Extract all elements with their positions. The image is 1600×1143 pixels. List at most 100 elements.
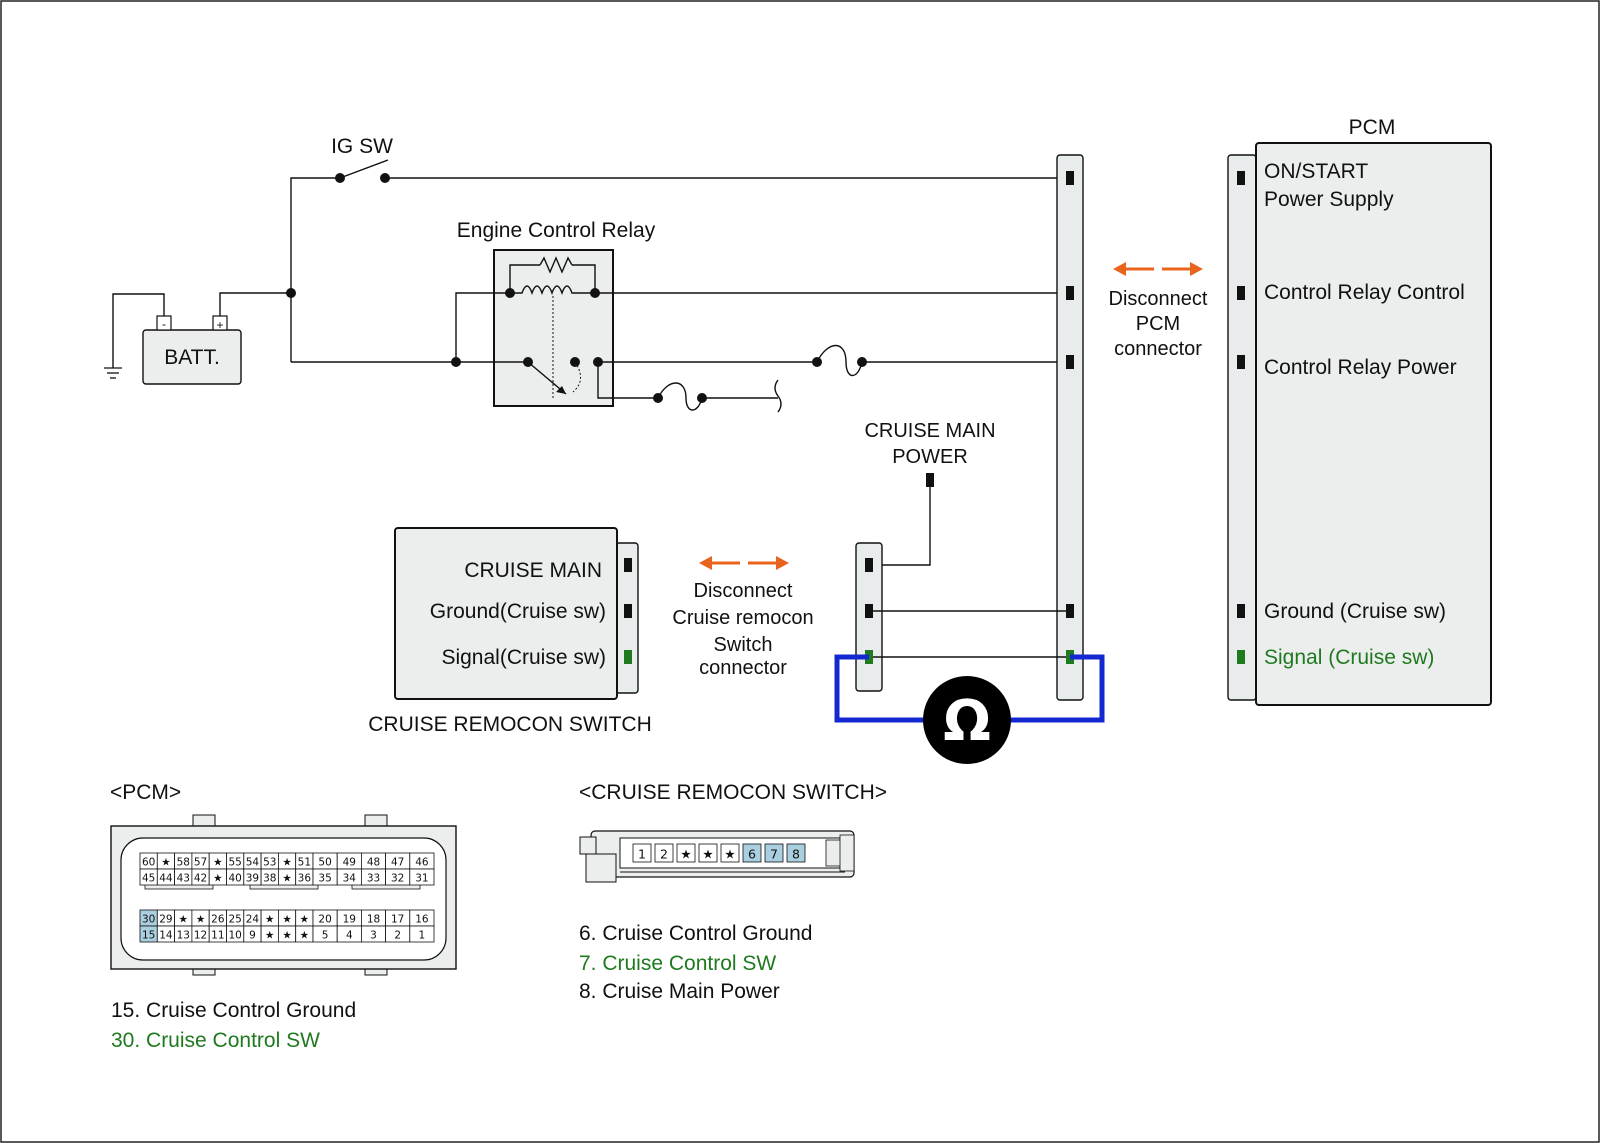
relay-linkage: [572, 361, 581, 393]
pcm-pin-label-signal: Signal (Cruise sw): [1264, 646, 1434, 669]
connector-pin-cell: 54: [243, 852, 262, 870]
fuse-terminal: [653, 393, 663, 403]
switch-legend-ground: 6. Cruise Control Ground: [579, 922, 812, 945]
connector-pin-cell: 36: [295, 868, 314, 886]
disconnect-pcm-text: PCM: [1136, 313, 1180, 335]
svg-text:9: 9: [249, 930, 256, 942]
pcm-pin: [1237, 286, 1245, 300]
connector-pin-cell: 11: [208, 925, 227, 943]
connector-pin-cell: 7: [764, 843, 784, 863]
connector-pin-cell: 26: [208, 909, 227, 927]
connector-pin-cell: ★: [191, 909, 210, 927]
pcm-pin: [1237, 171, 1245, 185]
disconnect-pcm-arrows: [1113, 262, 1203, 276]
svg-text:20: 20: [318, 914, 331, 926]
engine-relay-label: Engine Control Relay: [457, 219, 656, 242]
pcm-pin-label: Control Relay Power: [1264, 356, 1457, 379]
connector-pin-cell: 42: [191, 868, 210, 886]
connector-pin-cell: 12: [191, 925, 210, 943]
ig-switch-blade: [339, 159, 389, 179]
connector-pin-cell: ★: [208, 868, 227, 886]
relay-wire: [572, 264, 596, 293]
connector-pin-cell: 51: [295, 852, 314, 870]
disconnect-pcm-text: connector: [1114, 338, 1202, 360]
connector-pin-cell: 6: [742, 843, 762, 863]
connector-pin: [865, 604, 873, 618]
switch-pin-label: CRUISE MAIN: [464, 559, 602, 582]
svg-text:58: 58: [177, 857, 190, 869]
svg-text:26: 26: [211, 914, 225, 926]
pcm-title: PCM: [1349, 116, 1396, 139]
fuse-icon: [657, 382, 703, 411]
connector-pin-cell: 46: [409, 852, 435, 870]
ig-switch-label: IG SW: [331, 135, 393, 158]
connector-pin-cell: 45: [139, 868, 158, 886]
svg-text:43: 43: [177, 873, 190, 885]
svg-text:39: 39: [246, 873, 259, 885]
connector-pin-cell: 14: [156, 925, 176, 943]
connector-pin-cell: 30: [139, 909, 158, 927]
cruise-main-power-wire: [869, 487, 931, 566]
svg-text:32: 32: [391, 873, 404, 885]
svg-text:31: 31: [415, 873, 428, 885]
connector-pin-cell: 19: [336, 909, 362, 927]
svg-text:1: 1: [638, 847, 646, 862]
wire-break-icon: [774, 379, 782, 413]
pcm-pin-label: Ground (Cruise sw): [1264, 600, 1446, 623]
svg-text:★: ★: [300, 914, 309, 926]
svg-text:8: 8: [792, 847, 800, 862]
connector-pin-cell: ★: [295, 909, 314, 927]
connector-pin: [865, 558, 873, 572]
connector-pin-cell: ★: [698, 843, 718, 863]
connector-pin-cell: 39: [243, 868, 262, 886]
connector-pin-cell: 44: [156, 868, 176, 886]
svg-text:★: ★: [213, 857, 222, 869]
pcm-legend-ground: 15. Cruise Control Ground: [111, 999, 356, 1022]
switch-legend-power: 8. Cruise Main Power: [579, 980, 780, 1003]
svg-text:★: ★: [724, 847, 735, 862]
svg-text:30: 30: [142, 914, 155, 926]
connector-pin-cell: ★: [174, 909, 193, 927]
svg-text:60: 60: [142, 857, 155, 869]
svg-text:★: ★: [179, 914, 188, 926]
relay-coil-feed-wire: [455, 292, 510, 362]
battery-plus-wire: [219, 292, 291, 316]
svg-text:40: 40: [228, 873, 241, 885]
connector-pin: [1066, 604, 1074, 618]
connector-pin-cell: 1: [409, 925, 435, 943]
connector-pin-cell: ★: [277, 852, 297, 870]
cruise-main-power-label: POWER: [892, 446, 968, 468]
relay-coil: [510, 285, 595, 296]
switch-pin: [624, 604, 632, 618]
svg-text:33: 33: [367, 873, 380, 885]
relay-output-wire: [597, 362, 658, 399]
pcm-pin-label: Control Relay Control: [1264, 281, 1465, 304]
svg-text:54: 54: [246, 857, 260, 869]
svg-text:49: 49: [343, 857, 356, 869]
connector-pin: [1066, 286, 1074, 300]
pcm-harness-connector: [1056, 154, 1084, 701]
svg-text:16: 16: [415, 914, 429, 926]
battery-minus: -: [162, 317, 166, 331]
svg-text:51: 51: [298, 857, 311, 869]
relay-wire: [509, 264, 540, 293]
svg-text:★: ★: [161, 857, 170, 869]
svg-text:★: ★: [265, 914, 274, 926]
connector-pin-cell: 58: [174, 852, 193, 870]
connector-pin-cell: 20: [312, 909, 338, 927]
relay-resistor: [539, 256, 573, 274]
connector-pin-cell: 16: [409, 909, 435, 927]
battery-plus: +: [216, 318, 223, 332]
svg-text:★: ★: [680, 847, 691, 862]
connector-pin-cell: 38: [260, 868, 279, 886]
svg-text:★: ★: [282, 857, 291, 869]
connector-pin-cell: 29: [156, 909, 176, 927]
connector-pin-cell: 3: [360, 925, 386, 943]
svg-text:★: ★: [702, 847, 713, 862]
ground-icon: [104, 367, 122, 379]
connector-pin-cell: 47: [385, 852, 411, 870]
svg-text:★: ★: [282, 914, 291, 926]
svg-text:2: 2: [394, 930, 401, 942]
